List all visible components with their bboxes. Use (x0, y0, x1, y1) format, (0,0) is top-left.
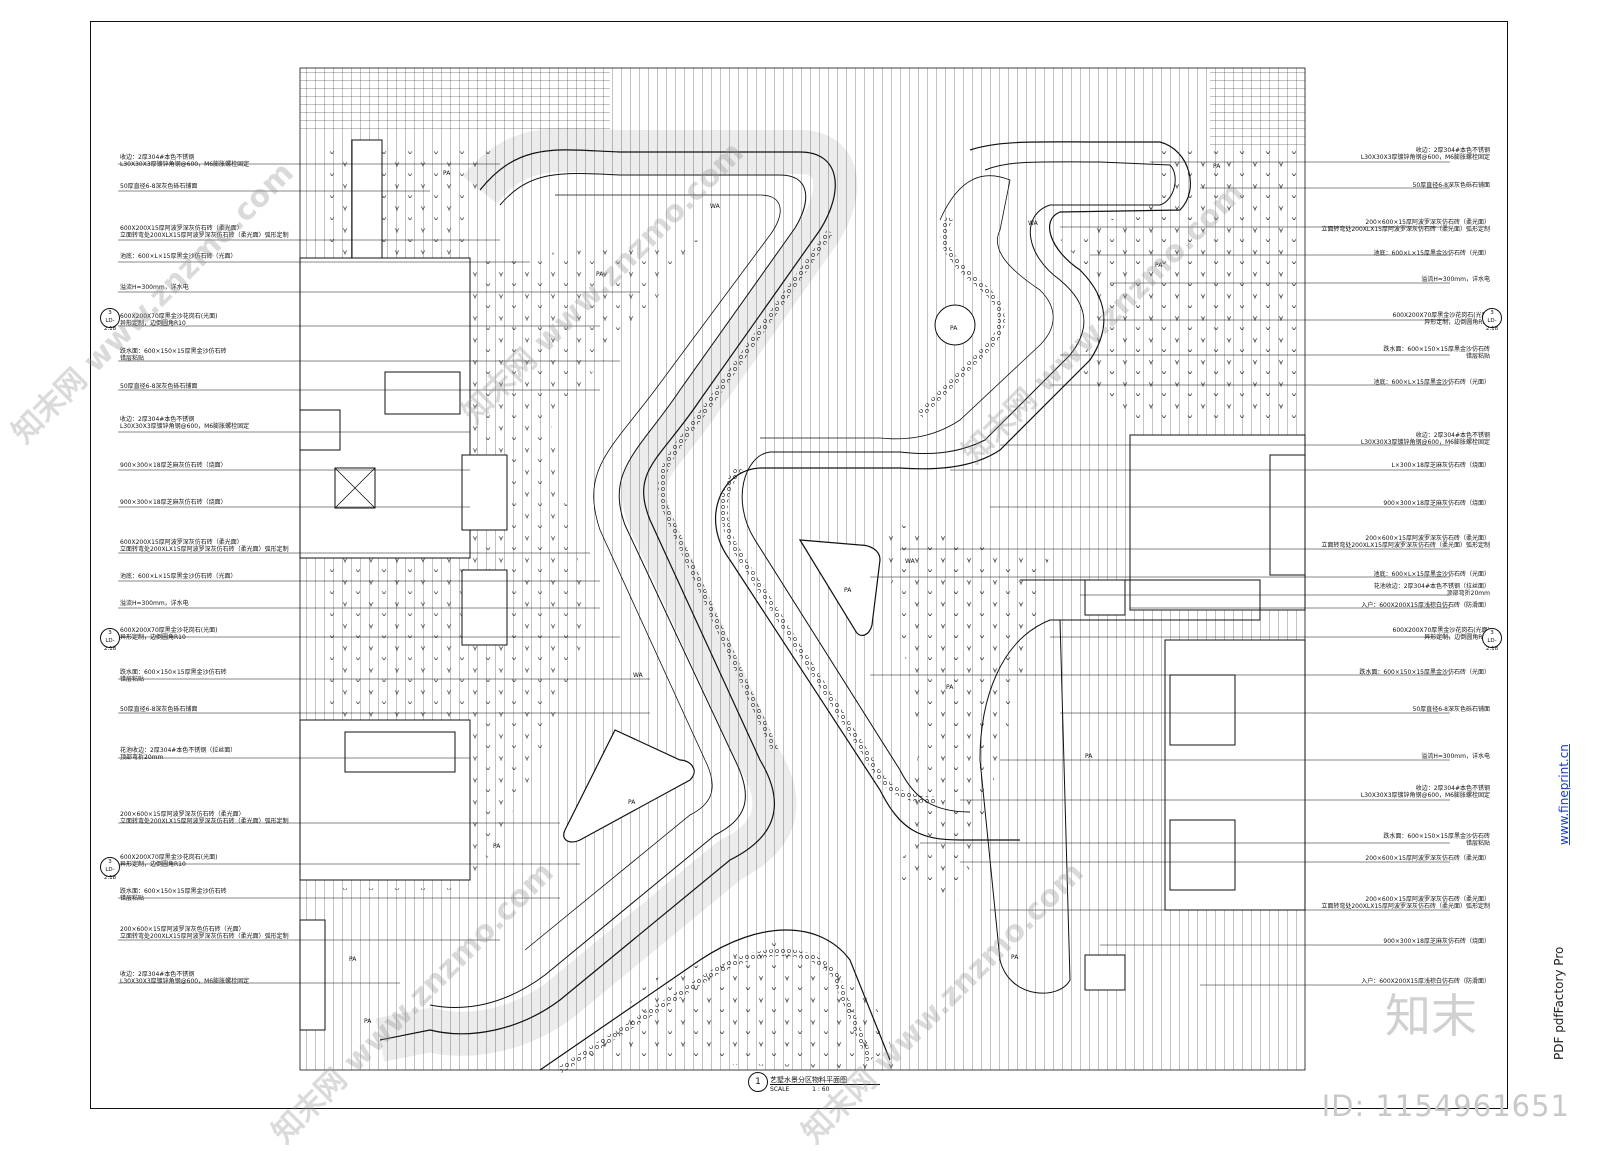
watermark-pdf-factory: PDF pdfFactory Pro (1552, 946, 1566, 1060)
top-left-stripe (300, 68, 610, 136)
gravel-edge-east (917, 216, 1005, 418)
note-right-1: 收边：2厚304#本色不锈钢 L30X30X3厚镀锌角钢@600，M6膨胀螺栓固… (1360, 147, 1490, 161)
zone-label-pa: PA (364, 1018, 372, 1025)
note-right-16: 600X200X70厚黑金沙花岗石(光面) 异形定制，边倒圆角R10 (1392, 627, 1490, 641)
watermark-id: ID: 1154961651 (1321, 1089, 1570, 1123)
note-left-6: 600X200X70厚黑金沙花岗石(光面) 异形定制，边倒圆角R10 (120, 313, 218, 327)
note-right-20: 收边：2厚304#本色不锈钢 L30X30X3厚镀锌角钢@600，M6膨胀螺栓固… (1360, 785, 1490, 799)
drawing-title: 艺墅水景分区物料平面图 (770, 1076, 847, 1084)
drawing-scale: SCALE 1 : 60 (770, 1084, 880, 1093)
note-left-12: 600X200X15厚阿波罗深灰仿石砖（柔光面） 立面转弯处200XLX15厚阿… (120, 539, 289, 553)
zone-label-pa: PA (1085, 753, 1093, 760)
note-left-22: 200×600×15厚阿波罗深灰色仿石砖（光面） 立面转弯处200XLX15厚阿… (120, 926, 289, 940)
gravel-edge-west (658, 229, 833, 752)
note-right-18: 50厚直径6-8深灰色砾石铺面 (1412, 706, 1490, 713)
zone-label-pa: PA (493, 843, 501, 850)
note-right-15: 入户：600X200X15厚浅棕白仿石砖（防滑面） (1361, 602, 1490, 609)
zone-label-pa: PA (1155, 262, 1163, 269)
note-left-23: 收边：2厚304#本色不锈钢 L30X30X3厚镀锌角钢@600，M6膨胀螺栓固… (120, 971, 250, 985)
island-triangle-1 (563, 729, 695, 843)
note-left-8: 50厚直径6-8深灰色砾石铺面 (120, 383, 198, 390)
note-left-20: 600X200X70厚黑金沙花岗石(光面) 异形定制，边倒圆角R10 (120, 854, 218, 868)
note-right-12: 200×600×15厚阿波罗深灰仿石砖（柔光面） 立面转弯处200XLX15厚阿… (1321, 535, 1490, 549)
note-left-3: 600X200X15厚阿波罗深灰仿石砖（柔光面） 立面转弯处200XLX15厚阿… (120, 225, 289, 239)
zone-label-pa: PA (844, 587, 852, 594)
note-right-7: 跌水面：600×150×15厚黑金沙仿石砖 错层粘贴 (1383, 346, 1490, 360)
note-left-11: 900×300×18厚芝麻灰仿石砖（烧面） (120, 499, 227, 506)
leader-lines-right (870, 161, 1450, 986)
lawn-center (880, 520, 1050, 900)
note-right-22: 200×600×15厚阿波罗深灰仿石砖（柔光面） (1365, 855, 1490, 862)
note-left-14: 溢流H=300mm，详水电 (120, 600, 189, 607)
note-right-3: 200×600×15厚阿波罗深灰仿石砖（柔光面） 立面转弯处200XLX15厚阿… (1321, 219, 1490, 233)
note-left-13: 池底：600×L×15厚黑金沙仿石砖（光面） (120, 573, 237, 580)
zone-label-pa: PA (1011, 954, 1019, 961)
drawing-frame (90, 21, 1508, 1109)
round-planter (934, 304, 976, 346)
note-right-5: 溢流H=300mm，详水电 (1421, 276, 1490, 283)
note-right-10: L×300×18厚芝麻灰仿石砖（烧面） (1391, 462, 1491, 469)
zone-label-wa: WA (710, 203, 720, 210)
note-left-5: 溢流H=300mm，详水电 (120, 284, 189, 291)
top-right-stripe (1210, 68, 1305, 148)
note-right-11: 900×300×18厚芝麻灰仿石砖（烧面） (1383, 500, 1490, 507)
zone-label-pa: PA (946, 684, 954, 691)
note-left-7: 跌水面：600×150×15厚黑金沙仿石砖 错层粘贴 (120, 348, 227, 362)
zone-label-wa: WA (1028, 220, 1038, 227)
zone-label-pa: PA (349, 956, 357, 963)
zone-label-pa: PA (596, 271, 604, 278)
lawn-right (1060, 150, 1300, 420)
zone-label-pa: PA (443, 170, 451, 177)
note-right-14: 花池收边：2厚304#本色不锈钢（拉丝面） 顶部弯折20mm (1373, 583, 1490, 597)
zone-label-pa: PA (950, 325, 958, 332)
note-left-21: 跌水面：600×150×15厚黑金沙仿石砖 错层粘贴 (120, 888, 227, 902)
note-right-9: 收边：2厚304#本色不锈钢 L30X30X3厚镀锌角钢@600，M6膨胀螺栓固… (1360, 432, 1490, 446)
note-left-9: 收边：2厚304#本色不锈钢 L30X30X3厚镀锌角钢@600，M6膨胀螺栓固… (120, 416, 250, 430)
note-left-4: 池底：600×L×15厚黑金沙仿石砖（光面） (120, 253, 237, 260)
note-right-8: 池底：600×L×15厚黑金沙仿石砖（光面） (1373, 379, 1491, 386)
note-right-23: 200×600×15厚阿波罗深灰仿石砖（柔光面） 立面转弯处200XLX15厚阿… (1321, 896, 1490, 910)
note-right-13: 池底：600×L×15厚黑金沙仿石砖（光面） (1373, 571, 1491, 578)
note-right-17: 跌水面：600×150×15厚黑金沙仿石砖（光面） (1359, 669, 1490, 676)
note-right-4: 池底：600×L×15厚黑金沙仿石砖（光面） (1373, 250, 1491, 257)
leader-lines-left (118, 163, 650, 984)
note-left-10: 900×300×18厚芝麻灰仿石砖（烧面） (120, 462, 227, 469)
note-right-21: 跌水面：600×150×15厚黑金沙仿石砖 错层粘贴 (1383, 833, 1490, 847)
island-triangle-2 (798, 539, 881, 637)
watermark-logo: 知末 (1385, 989, 1477, 1043)
lawn-bottom (580, 940, 900, 1070)
zone-label-wa: WA (633, 672, 643, 679)
note-left-15: 600X200X70厚黑金沙花岗石(光面) 异形定制，边倒圆角R10 (120, 627, 218, 641)
note-right-6: 600X200X70厚黑金沙花岗石(光面) 异形定制，边倒圆角R10 (1392, 312, 1490, 326)
watermark-site-link[interactable]: www.fineprint.cn (1557, 744, 1571, 845)
zone-label-pa: PA (1213, 163, 1221, 170)
drawing-number: 1 (748, 1072, 768, 1092)
zone-label-wa: WA (905, 558, 915, 565)
note-right-19: 溢流H=300mm，详水电 (1421, 753, 1490, 760)
note-right-2: 50厚直径6-8深灰色砾石铺面 (1412, 182, 1490, 189)
note-left-2: 50厚直径6-8深灰色砾石铺面 (120, 183, 198, 190)
note-right-24: 900×300×18厚芝麻灰仿石砖（烧面） (1383, 938, 1490, 945)
note-left-19: 200×600×15厚阿波罗深灰仿石砖（柔光面） 立面转弯处200XLX15厚阿… (120, 811, 289, 825)
note-left-1: 收边：2厚304#本色不锈钢 L30X30X3厚镀锌角钢@600，M6膨胀螺栓固… (120, 154, 250, 168)
note-right-25: 入户：600X200X15厚浅棕白仿石砖（防滑面） (1361, 978, 1490, 985)
zone-label-pa: PA (628, 799, 636, 806)
note-left-18: 花池收边：2厚304#本色不锈钢（拉丝面） 顶部弯折20mm (120, 747, 237, 761)
note-left-16: 跌水面：600×150×15厚黑金沙仿石砖 错层粘贴 (120, 669, 227, 683)
note-left-17: 50厚直径6-8深灰色砾石铺面 (120, 706, 198, 713)
